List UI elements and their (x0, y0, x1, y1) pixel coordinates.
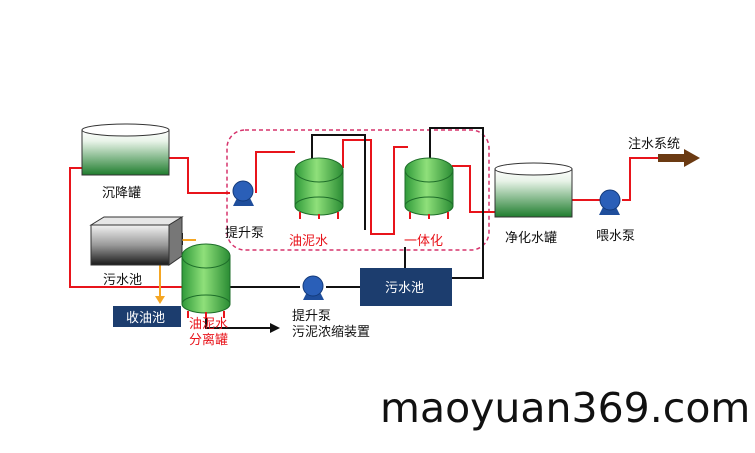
separator-label-line2: 分离罐 (189, 332, 228, 348)
separator-tank (181, 243, 231, 318)
clean-water-tank (494, 162, 573, 218)
sediment-tank-label: 沉降罐 (102, 186, 141, 201)
feed-pump (599, 189, 621, 215)
oil-mud-water-label: 油泥水 (289, 234, 328, 249)
lift-pump-bottom (302, 275, 324, 300)
sewage-pool-left-label: 污水池 (103, 273, 142, 288)
separator-label-line1: 油泥水 (189, 317, 228, 332)
integrated-unit-label: 一体化 (404, 234, 443, 249)
red-pipes (69, 139, 672, 288)
sediment-tank (81, 123, 170, 176)
water-injection-arrow (658, 149, 700, 167)
orange-arrow-head (155, 296, 165, 304)
water-injection-label: 注水系统 (628, 137, 680, 152)
sewage-pool-right (360, 268, 452, 306)
sludge-arrow-head (270, 323, 280, 333)
watermark-text: maoyuan369.com (380, 384, 750, 432)
lift-pump-top-label: 提升泵 (225, 225, 264, 241)
lift-pump-bottom-label: 提升泵 (292, 308, 331, 324)
oil-mud-water-tank (294, 157, 344, 219)
sewage-pool-left (89, 216, 184, 266)
integrated-unit-tank (404, 157, 454, 219)
integrated-process-boundary (226, 129, 490, 251)
clean-water-tank-label: 净化水罐 (505, 231, 557, 246)
black-pipes (181, 127, 484, 329)
feed-pump-label: 喂水泵 (596, 229, 635, 244)
oil-collection-pool-label: 收油池 (126, 311, 165, 326)
oil-collection-pool (113, 306, 181, 327)
lift-pump-top (232, 180, 254, 206)
sewage-pool-right-label: 污水池 (385, 281, 424, 296)
sludge-concentrator-label: 污泥浓缩装置 (292, 324, 370, 340)
